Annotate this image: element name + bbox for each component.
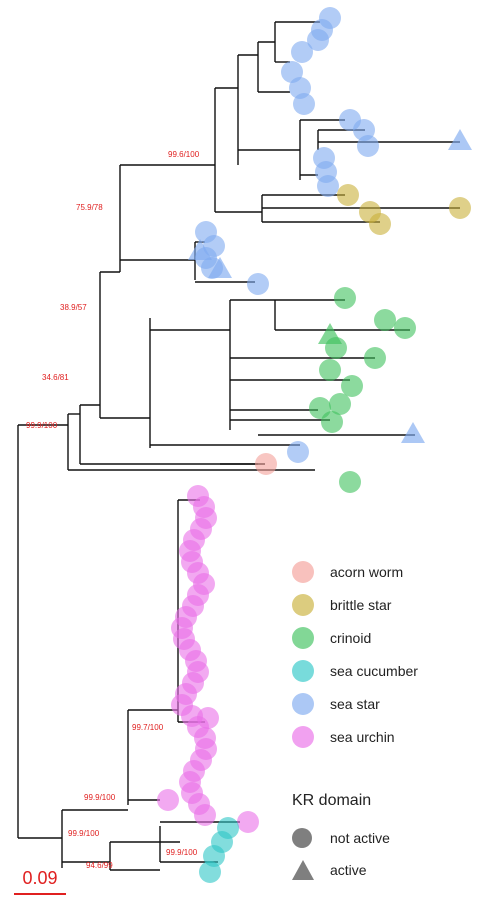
tip-circle <box>319 359 341 381</box>
tip-circle <box>357 135 379 157</box>
tip-circle <box>311 19 333 41</box>
crinoid-swatch <box>292 627 314 649</box>
tip-circle <box>197 707 219 729</box>
support-label: 99.9/100 <box>68 829 100 838</box>
tip-circle <box>237 811 259 833</box>
legend-label: crinoid <box>330 630 372 646</box>
tip-triangle <box>208 257 232 278</box>
support-label: 99.9/100 <box>84 793 116 802</box>
acorn-worm-swatch <box>292 561 314 583</box>
support-label: 94.6/99 <box>86 861 113 870</box>
tip-circle <box>339 471 361 493</box>
support-label: 99.7/100 <box>132 723 164 732</box>
tip-triangle <box>401 422 425 443</box>
brittle-star-swatch <box>292 594 314 616</box>
legend-item-sea-cucumber: sea cucumber <box>292 659 418 683</box>
tip-circle <box>255 453 277 475</box>
legend-item-sea-star: sea star <box>292 692 380 716</box>
tip-circle <box>394 317 416 339</box>
legend-label: acorn worm <box>330 564 404 580</box>
tip-circle <box>293 93 315 115</box>
legend-item-sea-urchin: sea urchin <box>292 725 395 749</box>
tip-circle <box>247 273 269 295</box>
tip-circle <box>374 309 396 331</box>
tip-circle <box>157 789 179 811</box>
legend-label: brittle star <box>330 597 392 613</box>
support-label: 75.9/78 <box>76 203 103 212</box>
legend-label: active <box>330 862 367 878</box>
tip-circle <box>337 184 359 206</box>
tip-circle <box>199 861 221 883</box>
sea-star-swatch <box>292 693 314 715</box>
kr-domain-title: KR domain <box>292 792 372 809</box>
tip-circle <box>341 375 363 397</box>
tip-circle <box>369 213 391 235</box>
tip-circle <box>329 393 351 415</box>
tip-circle <box>194 804 216 826</box>
tip-circle <box>317 175 339 197</box>
legend-item-brittle-star: brittle star <box>292 593 391 617</box>
legend-item-acorn-worm: acorn worm <box>292 560 403 584</box>
support-label: 99.6/100 <box>168 150 200 159</box>
support-label: 34.6/81 <box>42 373 69 382</box>
tip-circle <box>287 441 309 463</box>
legend-label: sea urchin <box>330 729 395 745</box>
legend-label: sea cucumber <box>330 663 418 679</box>
tip-circle <box>334 287 356 309</box>
tip-circle <box>364 347 386 369</box>
legend-label: sea star <box>330 696 380 712</box>
legend-item-active: active <box>292 858 367 882</box>
tip-triangle <box>448 129 472 150</box>
tip-triangle <box>188 239 212 260</box>
tip-circle <box>449 197 471 219</box>
legend-item-crinoid: crinoid <box>292 626 371 650</box>
tip-circle <box>291 41 313 63</box>
tip-circle <box>321 411 343 433</box>
support-label: 99.9/100 <box>166 848 198 857</box>
support-label: 99.9/100 <box>26 421 58 430</box>
scale-bar-line <box>14 893 66 895</box>
sea-urchin-swatch <box>292 726 314 748</box>
support-label: 38.9/57 <box>60 303 87 312</box>
circle-icon <box>292 828 312 848</box>
tip-triangle <box>318 323 342 344</box>
sea-cucumber-swatch <box>292 660 314 682</box>
legend-label: not active <box>330 830 390 846</box>
scale-bar: 0.09 <box>14 868 66 895</box>
legend-item-not-active: not active <box>292 826 390 850</box>
triangle-icon <box>292 860 314 880</box>
scale-bar-label: 0.09 <box>22 868 58 888</box>
